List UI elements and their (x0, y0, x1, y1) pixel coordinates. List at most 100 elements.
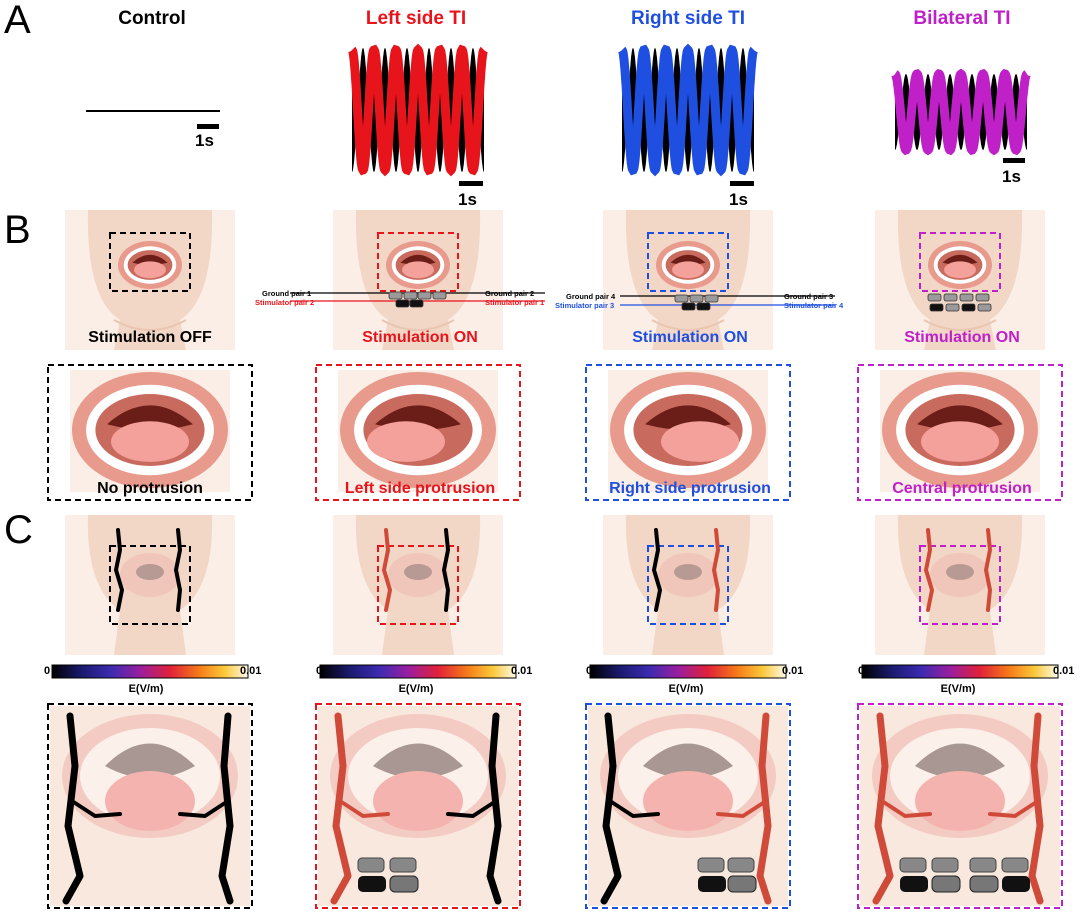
electrode-pad (697, 857, 725, 873)
stimulator-pair-4-label: Stimulator pair 4 (784, 301, 844, 310)
bilateral-ti-scale-label: 1s (1002, 167, 1021, 186)
roi-dashed-box (377, 545, 459, 625)
tongue (111, 421, 189, 462)
throat-faded (915, 743, 1005, 779)
mouth-closeup-2 (608, 370, 768, 492)
electrode-pad (1001, 857, 1029, 873)
electrode-pad (674, 294, 689, 303)
stimulation-status-right: Stimulation ON (632, 329, 748, 346)
electrode-pad (931, 857, 959, 873)
tongue-faded (373, 771, 463, 831)
bilateral-ti-scale-bar (1003, 158, 1025, 163)
bilateral-ti-waveform (891, 68, 1031, 156)
throat-faded (105, 743, 195, 779)
face-column-2 (585, 210, 791, 501)
protrusion-label-control: No protrusion (97, 480, 203, 497)
mouth-closeup-1 (338, 370, 498, 492)
chin-line (923, 319, 997, 331)
colorbar (861, 664, 1059, 679)
electrode-wires-right (620, 294, 835, 311)
stimulator-pair-2-label: Stimulator pair 2 (255, 298, 315, 307)
electrode-array-bilateral (927, 293, 992, 312)
stimulation-status-bilateral: Stimulation ON (904, 329, 1020, 346)
colorbar-min-control: 0 (44, 665, 51, 677)
throat-faded (404, 564, 432, 580)
control-scale-bar (197, 124, 219, 129)
tongue-faded (643, 771, 733, 831)
face-column-0 (47, 210, 253, 501)
electrode-pad (704, 294, 719, 303)
electrode-pad (681, 302, 696, 311)
electrode-pad (961, 303, 976, 312)
electrode-pad (696, 302, 711, 311)
colorbar-unit-left: E(V/m) (398, 683, 434, 695)
roi-dashed-box (857, 703, 1063, 909)
right-ti-scale-label: 1s (729, 190, 748, 209)
column-title-bilateral-ti: Bilateral TI (913, 8, 1011, 29)
mouth-closeup-0 (70, 370, 230, 492)
nerve-trace (984, 528, 992, 612)
throat (132, 254, 168, 265)
chin-line (113, 319, 187, 331)
colorbar-unit-right: E(V/m) (668, 683, 704, 695)
field-column-0 (47, 515, 253, 909)
electrode-pad (358, 876, 386, 892)
left-ti-waveform (348, 43, 488, 177)
roi-dashed-box (585, 364, 791, 501)
nerve-trace (988, 799, 1040, 818)
roi-dashed-box (315, 703, 521, 909)
panel-letter-c: C (4, 508, 33, 552)
panel-letter-a: A (4, 0, 31, 42)
colorbar-unit-bilateral: E(V/m) (940, 683, 976, 695)
nerve-trace (174, 528, 182, 612)
electrode-pad (1002, 876, 1030, 892)
nerve-trace (712, 528, 720, 612)
electrode-pad (689, 294, 704, 303)
tongue (134, 261, 166, 279)
throat-faded (136, 564, 164, 580)
throat (400, 254, 436, 265)
right-ti-scale-bar (730, 181, 754, 186)
colorbar (51, 664, 249, 679)
colorbar-max-left: 0.01 (511, 665, 533, 677)
tongue (402, 261, 434, 279)
tongue-faded (105, 771, 195, 831)
tongue (367, 421, 445, 462)
chin-line (381, 319, 455, 331)
nerve-trace (62, 712, 84, 905)
field-closeup-0 (50, 706, 250, 906)
electrode-pad (388, 291, 403, 300)
nerve-trace (218, 712, 234, 905)
nerve-trace (442, 528, 450, 612)
stimulator-pair-3-label: Stimulator pair 3 (555, 301, 615, 310)
electrode-pad (432, 291, 447, 300)
column-title-left-ti: Left side TI (365, 8, 467, 29)
nerve-trace (716, 799, 768, 818)
nerve-trace (382, 528, 392, 612)
roi-dashed-box (919, 232, 1001, 292)
electrode-pad (975, 293, 990, 302)
colorbar-max-bilateral: 0.01 (1053, 665, 1075, 677)
roi-dashed-box (647, 232, 729, 292)
throat (942, 254, 978, 265)
nerve-trace (880, 799, 932, 818)
nerve-trace (486, 712, 502, 905)
stimulator-pair-1-label: Stimulator pair 1 (485, 298, 545, 307)
roi-dashed-box (47, 364, 253, 501)
roi-dashed-box (647, 545, 729, 625)
electrode-pad (977, 303, 992, 312)
roi-dashed-box (47, 703, 253, 909)
electrode-pad (357, 857, 385, 873)
stimulation-status-control: Stimulation OFF (88, 329, 212, 346)
roi-dashed-box (857, 364, 1063, 501)
nerve-trace (330, 712, 352, 905)
waveform-carrier (618, 43, 758, 177)
control-scale-label: 1s (195, 131, 214, 150)
column-title-right-ti: Right side TI (631, 8, 745, 29)
electrode-pad (929, 303, 944, 312)
protrusion-label-bilateral: Central protrusion (892, 480, 1032, 497)
throat-faded (674, 564, 702, 580)
roi-dashed-box (109, 545, 191, 625)
protrusion-label-right: Right side protrusion (609, 480, 771, 497)
electrode-pad (931, 875, 961, 893)
